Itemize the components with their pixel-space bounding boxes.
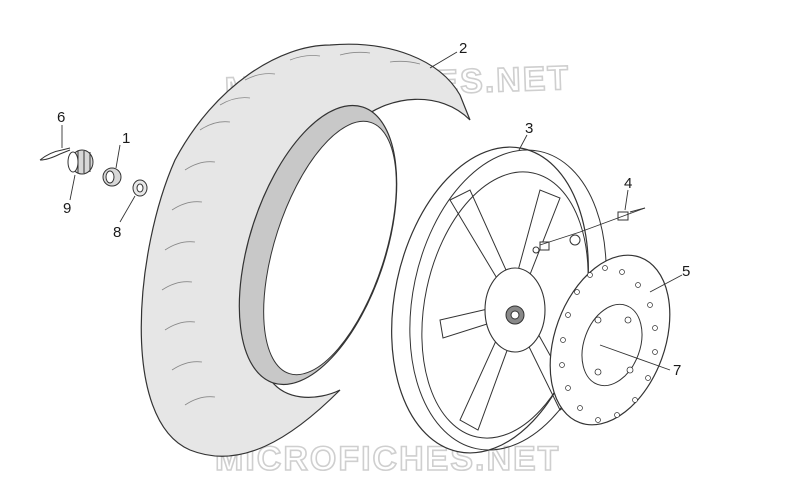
callout-5: 5: [682, 263, 690, 280]
castle-nut-icon: [67, 149, 94, 175]
wheel-rim-icon: [391, 146, 607, 454]
bearing-icon: [102, 167, 122, 187]
callout-4: 4: [624, 175, 632, 192]
callout-6: 6: [57, 109, 65, 126]
callout-7: 7: [673, 362, 681, 379]
disc-screw-icon: [594, 316, 634, 376]
callout-1: 1: [122, 130, 130, 147]
brake-disc-icon: [549, 254, 671, 426]
cotter-pin-icon: [39, 147, 71, 161]
watermark-bottom: MICROFICHES.NET: [215, 440, 560, 478]
callout-8: 8: [113, 224, 121, 241]
callout-2: 2: [459, 40, 467, 57]
callout-3: 3: [525, 120, 533, 137]
leader-lines: [61, 51, 683, 371]
tire-icon: [140, 43, 471, 457]
spacer-ring-icon: [132, 179, 148, 197]
callout-9: 9: [63, 200, 71, 217]
